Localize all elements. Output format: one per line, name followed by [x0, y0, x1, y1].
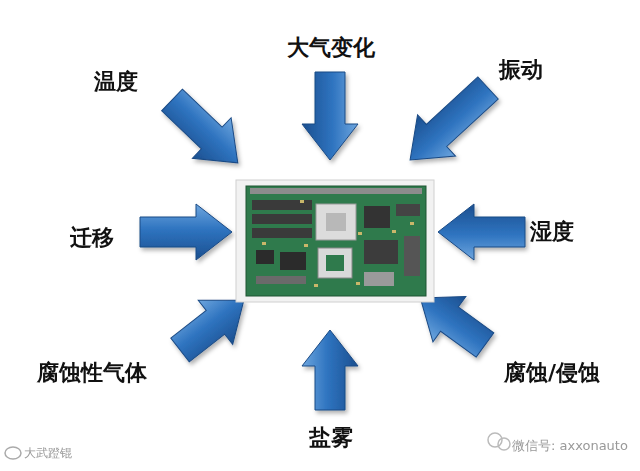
arrow	[391, 67, 507, 180]
connector	[364, 272, 394, 286]
chip	[252, 228, 312, 238]
chip	[396, 204, 420, 216]
arrow	[140, 204, 232, 260]
factor-label: 振动	[499, 57, 543, 83]
photo-frame	[236, 180, 434, 302]
factor-label: 迁移	[70, 225, 114, 251]
pcb-photo	[236, 180, 434, 302]
connector	[250, 188, 422, 194]
socket-hole	[326, 255, 344, 271]
factor-label: 盐雾	[309, 425, 353, 451]
factor-label: 温度	[94, 69, 138, 95]
arrow	[153, 80, 257, 183]
arrow	[302, 72, 358, 160]
connector	[256, 276, 306, 284]
factor-label: 腐蚀性气体	[37, 360, 147, 386]
watermark-icon	[5, 433, 510, 459]
watermark: 微信号: axxonauto	[512, 438, 628, 454]
arrow	[302, 330, 358, 410]
processor	[316, 204, 356, 240]
factor-label: 湿度	[530, 219, 574, 245]
chip	[252, 214, 312, 224]
arrow	[438, 204, 525, 260]
factor-label: 腐蚀/侵蚀	[504, 360, 600, 386]
chip	[256, 250, 274, 264]
watermark: 大武蹬锟	[24, 446, 72, 460]
chip	[252, 200, 312, 210]
chip	[364, 206, 390, 228]
header	[404, 236, 420, 276]
processor-die	[326, 213, 346, 231]
socket	[318, 248, 352, 278]
factor-label: 大气变化	[287, 35, 375, 61]
chip	[280, 252, 306, 270]
pcb-board	[246, 186, 426, 296]
components	[262, 200, 414, 287]
chip	[364, 240, 398, 264]
